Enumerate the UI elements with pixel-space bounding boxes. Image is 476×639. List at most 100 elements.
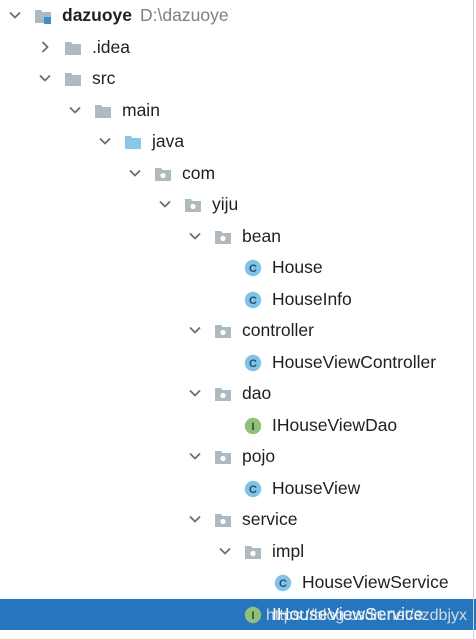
tree-row-label: java xyxy=(152,131,184,151)
chevron-down-icon[interactable] xyxy=(188,512,202,526)
svg-text:C: C xyxy=(279,578,287,590)
chevron-down-icon[interactable] xyxy=(218,544,232,558)
package-icon xyxy=(154,165,172,183)
tree-row-label: yiju xyxy=(212,194,238,214)
tree-row-label: controller xyxy=(242,320,314,340)
tree-row-label-text: .idea xyxy=(92,36,130,57)
folder-icon xyxy=(64,70,82,88)
tree-row-label: bean xyxy=(242,226,281,246)
tree-row-dao[interactable]: dao xyxy=(0,378,476,409)
project-folder-icon xyxy=(34,7,52,25)
tree-row-pojo[interactable]: pojo xyxy=(0,441,476,472)
tree-row-label: HouseViewController xyxy=(272,352,436,372)
tree-row-label: HouseView xyxy=(272,478,360,498)
tree-row-label-text: com xyxy=(182,162,216,183)
interface-icon: I xyxy=(244,417,262,435)
chevron-down-icon[interactable] xyxy=(68,103,82,117)
tree-row-houseview[interactable]: C HouseView xyxy=(0,473,476,504)
svg-text:I: I xyxy=(251,421,254,433)
tree-row-label-text: House xyxy=(272,257,323,277)
tree-row-label-text: HouseView xyxy=(272,477,361,498)
svg-text:C: C xyxy=(249,263,257,275)
package-icon xyxy=(244,543,262,561)
chevron-down-icon[interactable] xyxy=(98,134,112,148)
tree-row-ihouseviewservice[interactable]: I IHouseViewService xyxy=(0,598,476,630)
tree-row-houseinfo[interactable]: C HouseInfo xyxy=(0,284,476,315)
package-icon xyxy=(214,322,232,340)
chevron-down-icon[interactable] xyxy=(188,386,202,400)
tree-row-label: .idea xyxy=(92,37,130,57)
svg-text:C: C xyxy=(249,358,257,370)
svg-text:C: C xyxy=(249,484,257,496)
chevron-down-icon[interactable] xyxy=(128,166,142,180)
tree-row-houseviewcontroller[interactable]: C HouseViewController xyxy=(0,347,476,378)
svg-text:C: C xyxy=(249,295,257,307)
tree-row-label-text: HouseViewService xyxy=(302,572,449,592)
tree-row-label: IHouseViewService xyxy=(272,604,423,624)
package-icon xyxy=(184,196,202,214)
tree-row-label: HouseViewService xyxy=(302,572,449,592)
tree-row-label-text: pojo xyxy=(242,446,276,466)
tree-row-label: House xyxy=(272,257,323,277)
tree-row-label: dazuoye D:\dazuoye xyxy=(62,5,229,25)
source-folder-icon xyxy=(124,133,142,151)
tree-row-service[interactable]: service xyxy=(0,504,476,535)
chevron-down-icon[interactable] xyxy=(188,449,202,463)
tree-row-houseviewservice[interactable]: C HouseViewService xyxy=(0,567,476,598)
tree-row-label-text: service xyxy=(242,509,298,529)
tree-row-label-text: HouseInfo xyxy=(272,288,352,309)
tree-row-label-text: java xyxy=(152,131,185,151)
tree-row-impl[interactable]: impl xyxy=(0,536,476,567)
class-icon: C xyxy=(244,291,262,309)
folder-icon xyxy=(94,102,112,120)
tree-row-label-text: IHouseViewService xyxy=(272,603,424,624)
chevron-down-icon[interactable] xyxy=(158,197,172,211)
svg-text:I: I xyxy=(251,610,254,622)
class-icon: C xyxy=(244,354,262,372)
tree-row-house[interactable]: C House xyxy=(0,252,476,283)
chevron-down-icon[interactable] xyxy=(8,8,22,22)
package-icon xyxy=(214,448,232,466)
chevron-down-icon[interactable] xyxy=(188,229,202,243)
tree-row-label: dao xyxy=(242,383,271,403)
tree-row-controller[interactable]: controller xyxy=(0,315,476,346)
tree-row-label-text: IHouseViewDao xyxy=(272,414,398,435)
tree-row-label: src xyxy=(92,68,115,88)
package-icon xyxy=(214,511,232,529)
folder-icon xyxy=(64,39,82,57)
tree-row-com[interactable]: com xyxy=(0,158,476,189)
chevron-right-icon[interactable] xyxy=(38,40,52,54)
tree-row-label-text: dao xyxy=(242,383,272,403)
tree-row-bean[interactable]: bean xyxy=(0,221,476,252)
class-icon: C xyxy=(274,574,292,592)
tree-row-label-text: src xyxy=(92,68,116,88)
project-path: D:\dazuoye xyxy=(140,5,229,25)
tree-row-yiju[interactable]: yiju xyxy=(0,189,476,220)
tree-row-label-text: dazuoye xyxy=(62,5,133,25)
watermark-text: https://blog.csdn.net/szdbjyx xyxy=(266,607,467,624)
tree-row-label-text: impl xyxy=(272,540,305,561)
tree-row-dazuoye[interactable]: dazuoye D:\dazuoye xyxy=(0,0,476,31)
panel-edge-divider xyxy=(473,0,474,639)
tree-row-label: pojo xyxy=(242,446,275,466)
chevron-down-icon[interactable] xyxy=(188,323,202,337)
class-icon: C xyxy=(244,480,262,498)
tree-row-ihouseviewdao[interactable]: I IHouseViewDao xyxy=(0,410,476,441)
tree-row-label: service xyxy=(242,509,297,529)
tree-row-label: impl xyxy=(272,541,304,561)
tree-row-label: com xyxy=(182,163,215,183)
tree-row-idea[interactable]: .idea xyxy=(0,32,476,63)
chevron-down-icon[interactable] xyxy=(38,71,52,85)
tree-row-label-text: HouseViewController xyxy=(272,351,437,372)
tree-row-label-text: main xyxy=(122,99,160,120)
tree-row-src[interactable]: src xyxy=(0,63,476,94)
tree-row-label-text: bean xyxy=(242,225,281,246)
tree-row-label: HouseInfo xyxy=(272,289,352,309)
tree-row-main[interactable]: main xyxy=(0,95,476,126)
tree-row-label-text: controller xyxy=(242,320,314,340)
class-icon: C xyxy=(244,259,262,277)
package-icon xyxy=(214,385,232,403)
tree-row-java[interactable]: java xyxy=(0,126,476,157)
interface-icon: I xyxy=(244,606,262,624)
